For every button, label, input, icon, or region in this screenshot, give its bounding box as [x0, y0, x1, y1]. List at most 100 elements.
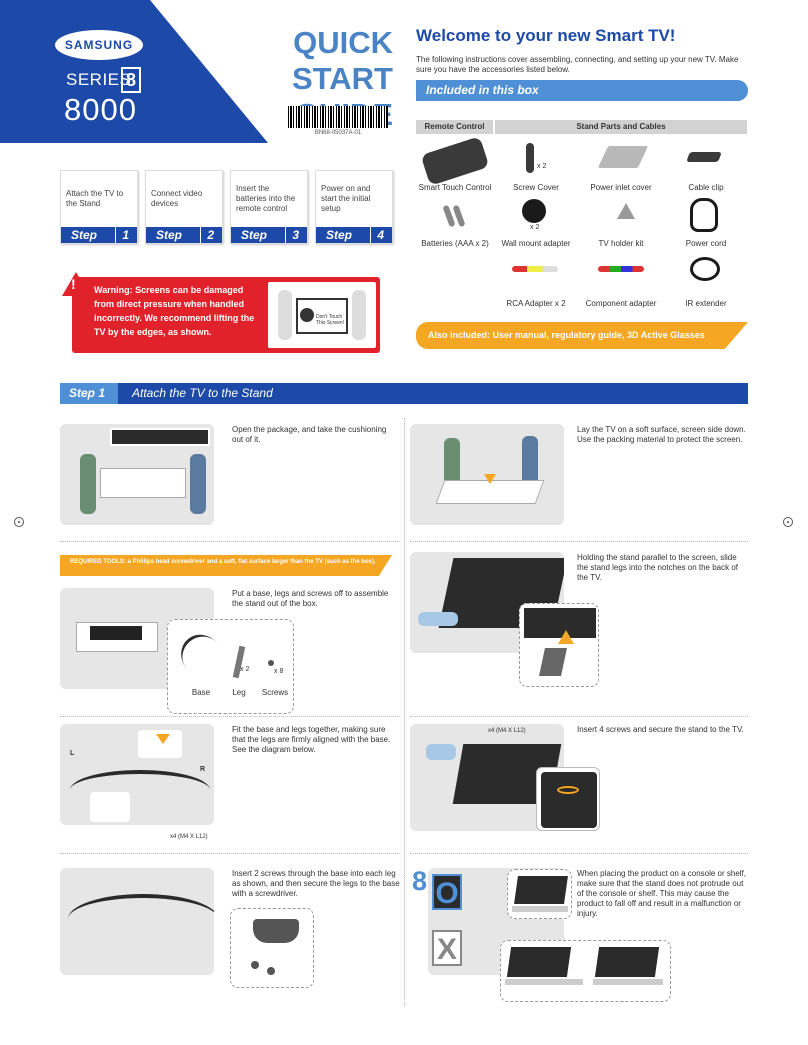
down-arrow-icon	[156, 734, 170, 744]
screw-cover-label: Screw Cover	[513, 183, 559, 192]
ir-extender-label: IR extender	[685, 299, 727, 308]
step-label: Step	[71, 228, 98, 242]
step-card-4[interactable]: Power on and start the initial setup Ste…	[315, 170, 393, 244]
wall-mount-qty: x 2	[530, 224, 540, 231]
included-header: Included in this box	[416, 80, 748, 101]
screw-detail-box	[230, 908, 314, 988]
power-inlet-label: Power inlet cover	[590, 183, 652, 192]
step-number: 1	[122, 228, 129, 242]
curved-base-icon	[70, 770, 210, 810]
screw-icon	[267, 967, 275, 975]
step-number: 3	[292, 228, 299, 242]
rca-adapter-image	[512, 266, 558, 272]
substep-4-illustration	[60, 868, 214, 975]
wall-mount-adapter-image	[522, 199, 546, 223]
step1-header-bar	[60, 383, 748, 404]
leg-qty: x 2	[240, 666, 250, 673]
barcode	[288, 106, 388, 128]
screw-icon	[251, 961, 259, 969]
shelf-icon	[505, 979, 583, 985]
substep-3-illustration	[60, 724, 214, 825]
rotate-arrow-icon	[557, 786, 579, 794]
parts-detail-box: x 2 x 8 Base Leg Screws	[167, 619, 294, 714]
person-left-icon	[80, 454, 96, 514]
screw-closeup-icon	[541, 772, 597, 828]
component-adapter-image	[598, 266, 644, 272]
tv-on-shelf-icon	[506, 947, 572, 977]
row-divider	[60, 716, 400, 717]
dont-touch-sign: Don't Touch This Screen!	[316, 314, 345, 326]
screws-label: Screws	[261, 688, 289, 697]
tv-holder-label: TV holder kit	[598, 239, 644, 248]
down-arrow-icon	[484, 474, 496, 484]
tv-holder-kit-image	[617, 203, 635, 219]
base-label: Base	[191, 688, 211, 697]
tv-on-shelf-icon	[514, 876, 568, 904]
substep-5-illustration	[410, 424, 564, 525]
tv-on-shelf-icon	[594, 947, 660, 977]
column-divider	[404, 418, 405, 1006]
step-bar: Step 1	[61, 227, 137, 243]
model-number: 8000	[64, 92, 137, 127]
leg-icon	[539, 648, 567, 676]
cable-clip-image	[686, 152, 722, 162]
substep-5-desc: Lay the TV on a soft surface, screen sid…	[577, 425, 746, 444]
shelf-icon	[512, 906, 568, 912]
person-right-icon	[190, 454, 206, 514]
correct-placement-box	[507, 869, 572, 919]
row-divider	[410, 716, 748, 717]
correct-placement-mark: O	[432, 874, 462, 910]
series-number: 8	[121, 67, 141, 93]
col-remote-control: Remote Control	[416, 120, 493, 134]
power-cord-image	[690, 198, 718, 232]
screws-qty: x 8	[274, 668, 284, 675]
required-tools-banner: REQUIRED TOOLS: a Phillips head screwdri…	[60, 555, 392, 576]
leg-label: Leg	[232, 688, 246, 697]
power-cord-label: Power cord	[685, 239, 727, 248]
col-stand-parts: Stand Parts and Cables	[495, 120, 747, 134]
screw-spec-7: x4 (M4 X L12)	[488, 728, 526, 734]
substep-3-desc: Fit the base and legs together, making s…	[232, 725, 391, 754]
hand-icon	[426, 744, 456, 760]
curved-base-icon	[68, 894, 214, 944]
hand-icon	[418, 612, 458, 626]
step-card-text: Attach the TV to the Stand	[66, 189, 124, 208]
screw-part-icon	[268, 660, 274, 666]
row-divider	[410, 541, 748, 542]
step-number: 2	[207, 228, 214, 242]
substep-4-desc: Insert 2 screws through the base into ea…	[232, 869, 400, 898]
incorrect-placement-box	[500, 940, 671, 1002]
step-card-1[interactable]: Attach the TV to the Stand Step 1	[60, 170, 138, 244]
screw-cover-qty: x 2	[537, 163, 547, 170]
screw-closeup-box	[536, 767, 600, 831]
step-card-text: Connect video devices	[151, 189, 203, 208]
stand-parts-icon	[90, 626, 142, 640]
power-inlet-cover-image	[597, 146, 649, 168]
substep-6-desc: Holding the stand parallel to the screen…	[577, 553, 738, 582]
step-card-text: Power on and start the initial setup	[321, 184, 371, 213]
registration-mark-left	[14, 517, 24, 527]
rca-label: RCA Adapter x 2	[506, 299, 566, 308]
tv-box-icon	[100, 468, 186, 498]
warning-icon	[62, 272, 90, 296]
substep-2-desc: Put a base, legs and screws off to assem…	[232, 589, 389, 608]
step-label: Step	[326, 228, 353, 242]
incorrect-placement-mark: X	[432, 930, 462, 966]
samsung-logo: SAMSUNG	[55, 30, 143, 60]
also-included-banner: Also included: User manual, regulatory g…	[416, 322, 748, 349]
row-divider	[410, 853, 748, 854]
screw-detail-icon	[90, 792, 130, 822]
wall-mount-label: Wall mount adapter	[501, 239, 571, 248]
ir-extender-image	[690, 257, 720, 281]
leg-closeup-icon	[253, 919, 299, 943]
part-number: BN68-05037A-01	[314, 130, 362, 136]
step-card-text: Insert the batteries into the remote con…	[236, 184, 296, 213]
smart-touch-label: Smart Touch Control	[418, 183, 492, 192]
welcome-intro: The following instructions cover assembl…	[416, 55, 739, 74]
step-card-3[interactable]: Insert the batteries into the remote con…	[230, 170, 308, 244]
step1-tab: Step 1	[60, 383, 118, 404]
